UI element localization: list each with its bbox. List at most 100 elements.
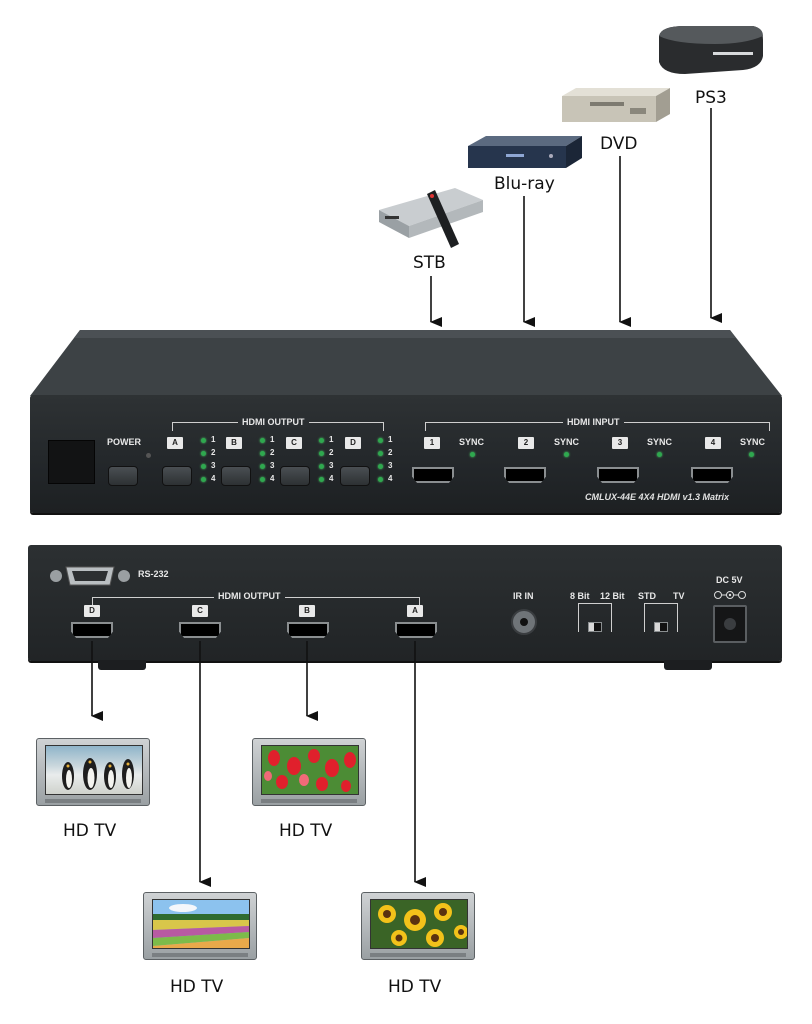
back-output-a-key: A [407, 605, 423, 617]
hd-tv-sunflowers [361, 892, 475, 960]
tv-screen-penguins [45, 745, 143, 795]
bluray-device-image [466, 132, 584, 176]
source-label-dvd: DVD [600, 134, 638, 154]
led-a-3-number: 3 [211, 461, 216, 470]
led-b-2-number: 2 [270, 448, 275, 457]
source-label-bluray: Blu-ray [494, 174, 555, 194]
hdmi-input-3-port[interactable] [597, 467, 639, 483]
rs232-label: RS-232 [138, 569, 169, 579]
led-a-1 [201, 438, 206, 443]
matrix-front-panel [30, 395, 782, 513]
bit-switch-guide [578, 603, 612, 632]
input-4-sync-label: SYNC [740, 437, 766, 447]
output-d-button[interactable] [340, 466, 370, 486]
led-c-3 [319, 464, 324, 469]
input-3-sync-led [657, 452, 662, 457]
dc-5v-label: DC 5V [716, 575, 743, 585]
std-tv-switch[interactable] [654, 622, 668, 632]
tv-label-penguins: HD TV [63, 821, 117, 841]
source-label-stb: STB [413, 253, 446, 273]
bit-depth-switch[interactable] [588, 622, 602, 632]
input-1-sync-label: SYNC [459, 437, 485, 447]
tv-stand [152, 953, 248, 957]
hdmi-output-c-port[interactable] [179, 622, 221, 638]
led-c-2 [319, 451, 324, 456]
tv-stand [261, 799, 357, 803]
led-c-2-number: 2 [329, 448, 334, 457]
led-d-1-number: 1 [388, 435, 393, 444]
ir-in-jack[interactable] [511, 609, 537, 635]
source-label-ps3: PS3 [695, 88, 727, 108]
front-hdmi-output-label: HDMI OUTPUT [238, 417, 309, 427]
input-2-key: 2 [518, 437, 534, 449]
rs232-port[interactable] [48, 564, 132, 588]
tv-mode-label: TV [673, 591, 685, 601]
tv-screen-field [152, 899, 250, 949]
back-foot-right [664, 660, 712, 670]
led-a-4 [201, 477, 206, 482]
back-output-c-key: C [192, 605, 208, 617]
ir-receiver-window [48, 440, 95, 484]
led-c-1-number: 1 [329, 435, 334, 444]
tv-stand [370, 953, 466, 957]
bit12-label: 12 Bit [600, 591, 625, 601]
input-1-sync-led [470, 452, 475, 457]
led-d-4 [378, 477, 383, 482]
ps3-device-image [655, 22, 767, 80]
mode-switch-guide [644, 603, 678, 632]
output-a-button[interactable] [162, 466, 192, 486]
back-foot-left [98, 660, 146, 670]
led-d-1 [378, 438, 383, 443]
led-d-2 [378, 451, 383, 456]
dvd-device-image [560, 86, 672, 126]
led-b-4-number: 4 [270, 474, 275, 483]
back-output-b-key: B [299, 605, 315, 617]
hdmi-output-d-port[interactable] [71, 622, 113, 638]
hd-tv-tulips [252, 738, 366, 806]
input-2-sync-led [564, 452, 569, 457]
hd-tv-field [143, 892, 257, 960]
led-a-4-number: 4 [211, 474, 216, 483]
std-label: STD [638, 591, 656, 601]
led-c-3-number: 3 [329, 461, 334, 470]
model-name: CMLUX-44E 4X4 HDMI v1.3 Matrix [585, 492, 730, 502]
power-led [146, 453, 151, 458]
led-a-2-number: 2 [211, 448, 216, 457]
stb-device-image [375, 182, 487, 252]
dc-polarity-icon [712, 587, 748, 599]
input-4-key: 4 [705, 437, 721, 449]
power-button[interactable] [108, 466, 138, 486]
output-b-button[interactable] [221, 466, 251, 486]
output-b-key: B [226, 437, 242, 449]
hdmi-input-2-port[interactable] [504, 467, 546, 483]
front-hdmi-input-label: HDMI INPUT [563, 417, 624, 427]
led-d-2-number: 2 [388, 448, 393, 457]
input-1-key: 1 [424, 437, 440, 449]
led-a-1-number: 1 [211, 435, 216, 444]
output-a-key: A [167, 437, 183, 449]
input-3-key: 3 [612, 437, 628, 449]
led-c-4 [319, 477, 324, 482]
hdmi-input-4-port[interactable] [691, 467, 733, 483]
led-c-4-number: 4 [329, 474, 334, 483]
input-4-sync-led [749, 452, 754, 457]
input-2-sync-label: SYNC [554, 437, 580, 447]
hdmi-input-1-port[interactable] [412, 467, 454, 483]
led-b-2 [260, 451, 265, 456]
bit8-label: 8 Bit [570, 591, 590, 601]
hdmi-output-b-port[interactable] [287, 622, 329, 638]
hd-tv-penguins [36, 738, 150, 806]
led-d-3-number: 3 [388, 461, 393, 470]
output-d-key: D [345, 437, 361, 449]
hdmi-output-a-port[interactable] [395, 622, 437, 638]
output-c-button[interactable] [280, 466, 310, 486]
dc-power-jack[interactable] [713, 605, 747, 643]
input-3-sync-label: SYNC [647, 437, 673, 447]
led-b-4 [260, 477, 265, 482]
output-c-key: C [286, 437, 302, 449]
led-a-3 [201, 464, 206, 469]
led-d-4-number: 4 [388, 474, 393, 483]
led-c-1 [319, 438, 324, 443]
tv-screen-tulips [261, 745, 359, 795]
tv-label-tulips: HD TV [279, 821, 333, 841]
